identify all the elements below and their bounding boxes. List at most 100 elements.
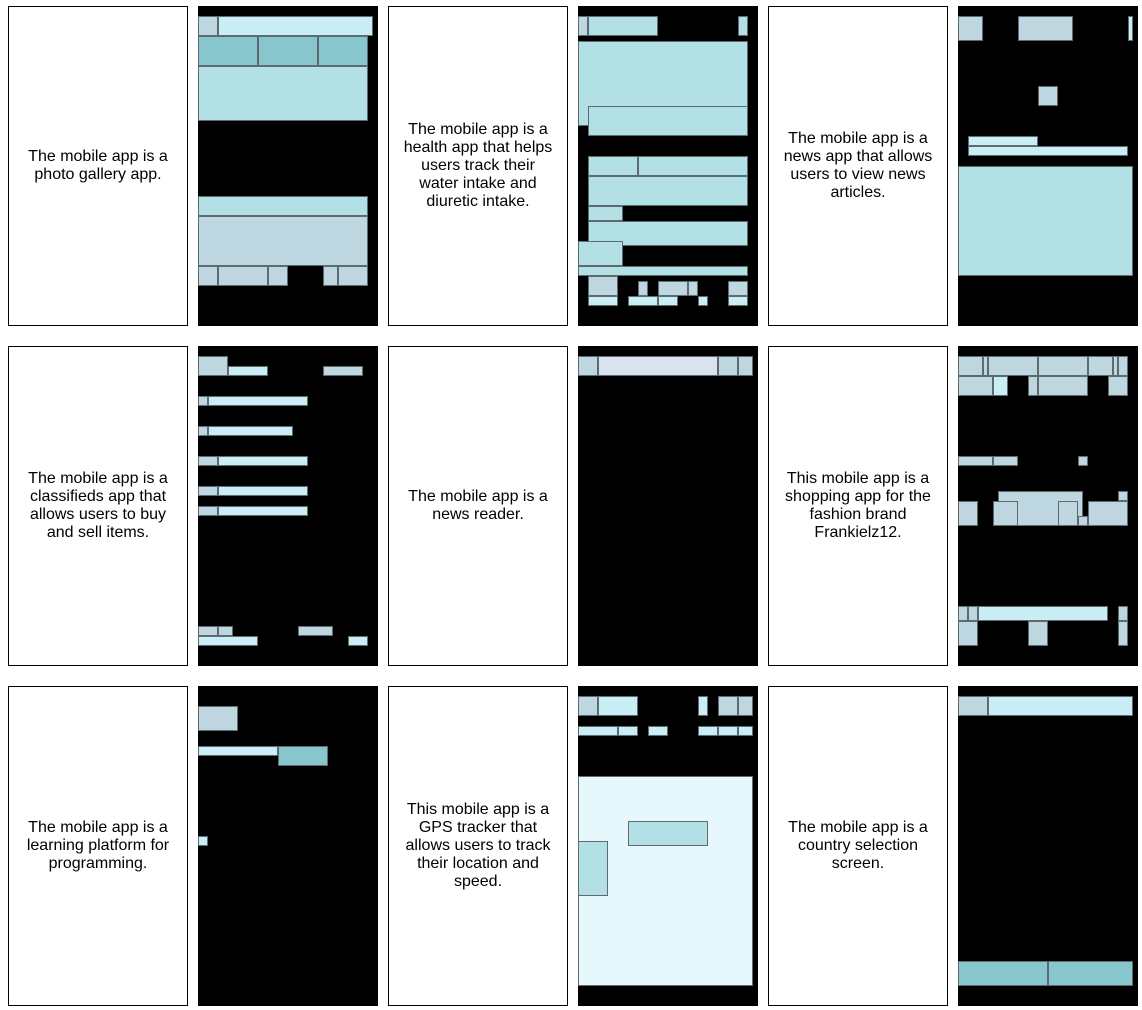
wireframe-block: [198, 626, 218, 636]
wireframe-block: [958, 456, 993, 466]
description-text: The mobile app is a country selection sc…: [788, 819, 928, 872]
wireframe-block: [958, 376, 993, 396]
description-card-5: The mobile app is a news reader.: [388, 346, 568, 666]
wireframe-block: [318, 36, 368, 66]
wireframe-block: [218, 266, 268, 286]
wireframe-block: [958, 501, 978, 526]
wireframe-screenshot-8: [578, 686, 758, 1006]
wireframe-block: [968, 606, 978, 621]
wireframe-block: [198, 836, 208, 846]
wireframe-block: [1118, 491, 1128, 501]
wireframe-block: [578, 266, 748, 276]
wireframe-block: [718, 696, 738, 716]
description-card-4: The mobile app is a classifieds app that…: [8, 346, 188, 666]
wireframe-block: [658, 296, 678, 306]
wireframe-block: [978, 606, 1108, 621]
description-card-1: The mobile app is a photo gallery app.: [8, 6, 188, 326]
wireframe-block: [588, 276, 618, 296]
wireframe-block: [198, 196, 368, 216]
wireframe-block: [198, 746, 278, 756]
wireframe-block: [338, 266, 368, 286]
wireframe-block: [1128, 16, 1133, 41]
wireframe-block: [993, 376, 1008, 396]
wireframe-block: [988, 356, 1038, 376]
wireframe-screenshot-2: [578, 6, 758, 326]
wireframe-block: [578, 841, 608, 896]
wireframe-block: [208, 426, 293, 436]
wireframe-block: [698, 726, 718, 736]
wireframe-block: [1028, 621, 1048, 646]
wireframe-block: [648, 726, 668, 736]
description-text: The mobile app is a photo gallery app.: [28, 148, 168, 183]
wireframe-block: [198, 36, 258, 66]
wireframe-block: [588, 176, 748, 206]
wireframe-block: [1118, 606, 1128, 621]
wireframe-block: [1118, 356, 1128, 376]
wireframe-block: [578, 696, 598, 716]
wireframe-block: [738, 726, 753, 736]
description-text: The mobile app is a news app that allows…: [783, 130, 933, 201]
description-text: This mobile app is a shopping app for th…: [785, 470, 931, 541]
wireframe-block: [638, 156, 748, 176]
wireframe-block: [993, 456, 1018, 466]
wireframe-block: [258, 36, 318, 66]
wireframe-block: [628, 821, 708, 846]
wireframe-block: [218, 626, 233, 636]
wireframe-block: [1088, 356, 1113, 376]
wireframe-block: [728, 296, 748, 306]
wireframe-block: [198, 636, 258, 646]
wireframe-screenshot-1: [198, 6, 378, 326]
wireframe-block: [958, 696, 988, 716]
wireframe-block: [1048, 961, 1133, 986]
wireframe-block: [1038, 376, 1088, 396]
wireframe-block: [218, 506, 308, 516]
wireframe-block: [1113, 356, 1118, 376]
wireframe-block: [578, 726, 618, 736]
wireframe-block: [198, 266, 218, 286]
wireframe-block: [1058, 501, 1078, 526]
wireframe-screenshot-9: [958, 686, 1138, 1006]
wireframe-block: [1038, 356, 1088, 376]
wireframe-block: [198, 66, 368, 121]
wireframe-block: [598, 696, 638, 716]
wireframe-block: [718, 726, 738, 736]
wireframe-block: [208, 396, 308, 406]
wireframe-block: [598, 356, 718, 376]
wireframe-block: [198, 486, 218, 496]
wireframe-block: [738, 356, 753, 376]
wireframe-block: [698, 296, 708, 306]
description-text: This mobile app is a GPS tracker that al…: [405, 801, 551, 890]
wireframe-block: [198, 396, 208, 406]
wireframe-block: [578, 356, 598, 376]
wireframe-block: [628, 296, 658, 306]
wireframe-block: [688, 281, 698, 296]
description-text: The mobile app is a health app that help…: [403, 121, 553, 210]
wireframe-block: [578, 16, 588, 36]
wireframe-block: [198, 16, 218, 36]
description-text: The mobile app is a news reader.: [408, 488, 548, 523]
wireframe-block: [218, 486, 308, 496]
wireframe-block: [983, 356, 988, 376]
wireframe-block: [1088, 501, 1128, 526]
description-card-3: The mobile app is a news app that allows…: [768, 6, 948, 326]
wireframe-block: [1108, 376, 1128, 396]
wireframe-block: [588, 296, 618, 306]
wireframe-block: [958, 356, 983, 376]
wireframe-screenshot-4: [198, 346, 378, 666]
description-text: The mobile app is a learning platform fo…: [26, 819, 170, 872]
wireframe-block: [228, 366, 268, 376]
wireframe-block: [323, 266, 338, 286]
wireframe-block: [698, 696, 708, 716]
wireframe-block: [638, 281, 648, 296]
description-text: The mobile app is a classifieds app that…: [28, 470, 168, 541]
wireframe-block: [348, 636, 368, 646]
wireframe-block: [278, 746, 328, 766]
description-card-6: This mobile app is a shopping app for th…: [768, 346, 948, 666]
wireframe-block: [588, 156, 638, 176]
wireframe-block: [268, 266, 288, 286]
wireframe-block: [1028, 376, 1038, 396]
description-card-2: The mobile app is a health app that help…: [388, 6, 568, 326]
wireframe-block: [738, 696, 753, 716]
wireframe-screenshot-3: [958, 6, 1138, 326]
wireframe-block: [198, 706, 238, 731]
